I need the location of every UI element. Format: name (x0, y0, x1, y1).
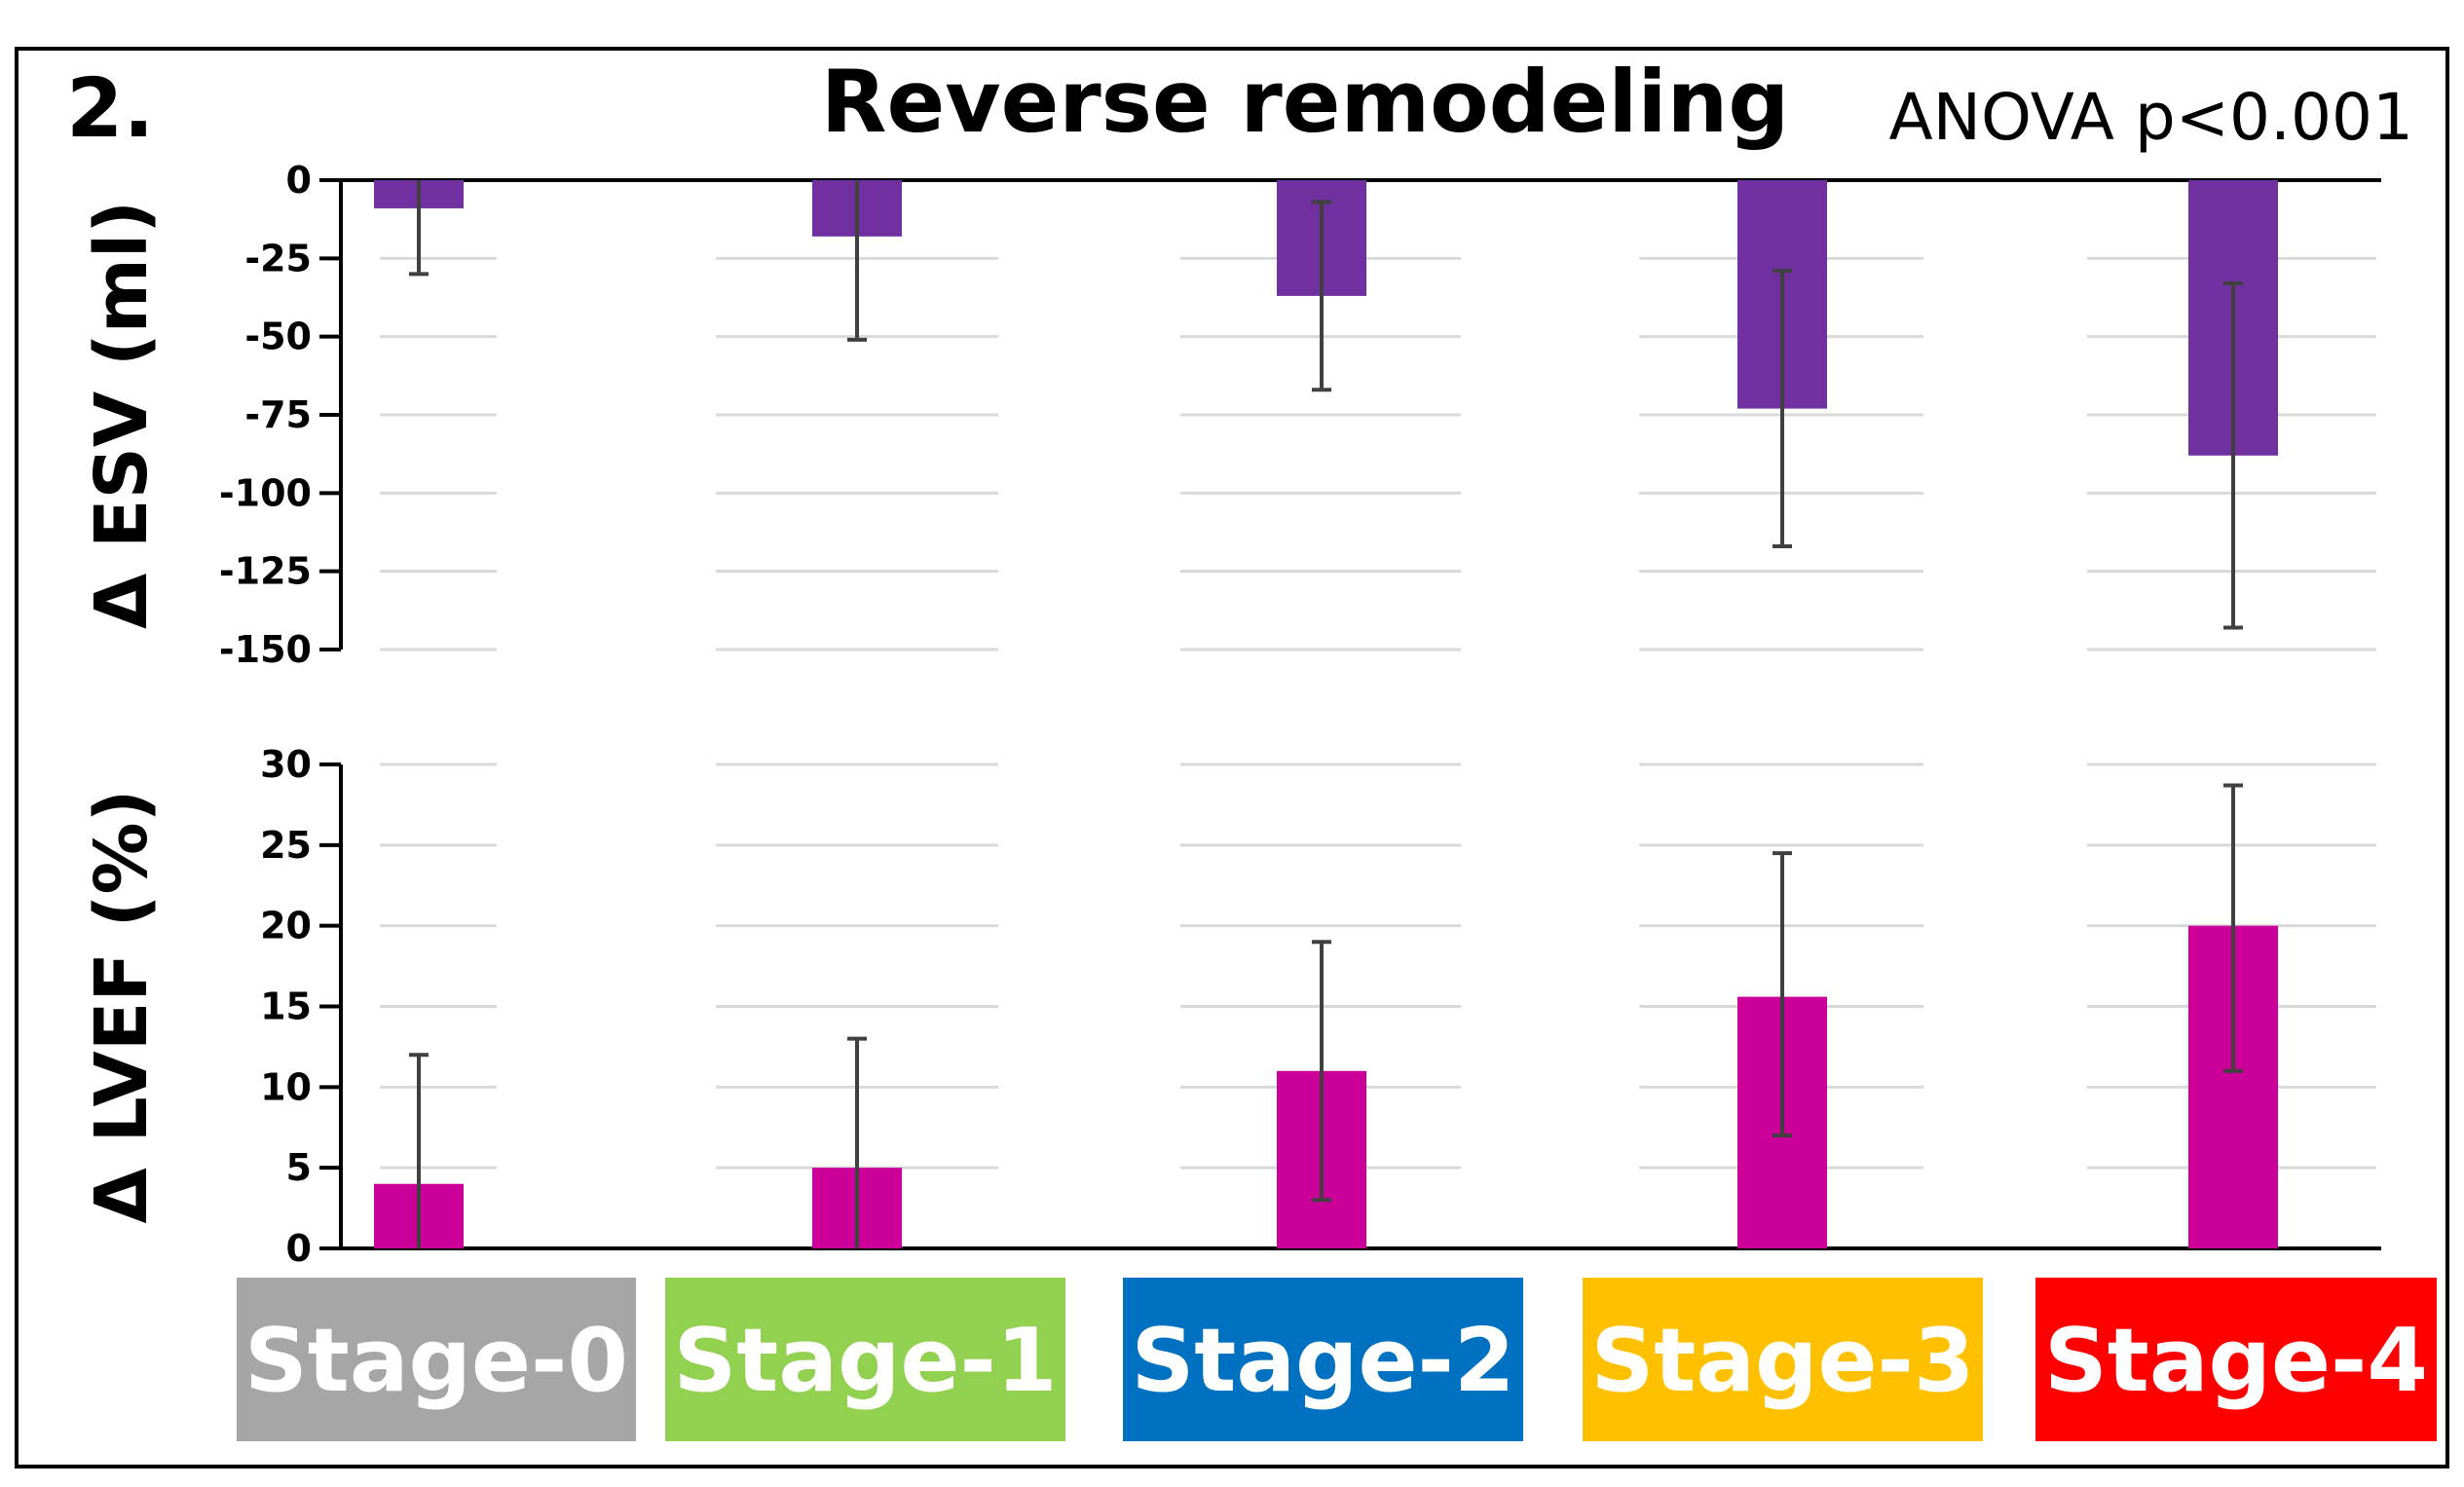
esv-panel: Δ ESV (ml) 0 -25 -50 -75 -100 -125 -150 (80, 159, 2381, 671)
chart-title: Reverse remodeling (821, 52, 1789, 152)
anova-statistic: ANOVA p<0.001 (1888, 80, 2413, 155)
lvef-tick-label: 20 (260, 905, 312, 948)
stage-label-1: Stage-1 (673, 1310, 1057, 1412)
lvef-tick-label: 25 (260, 824, 312, 867)
esv-y-axis-label: Δ ESV (ml) (80, 201, 164, 629)
stage-label-4: Stage-4 (2044, 1310, 2428, 1412)
stage-labels: Stage-0 Stage-1 Stage-2 Stage-3 Stage-4 (237, 1278, 2437, 1441)
stage-label-0: Stage-0 (244, 1310, 628, 1412)
stage-box-4 (2035, 1278, 2437, 1441)
stage-label-3: Stage-3 (1590, 1310, 1974, 1412)
lvef-tick-label: 5 (286, 1146, 312, 1189)
esv-tick-label: 0 (286, 159, 312, 202)
lvef-tick-label: 15 (260, 985, 312, 1028)
esv-tick-label: -125 (219, 550, 312, 593)
esv-tick-label: -50 (244, 316, 312, 358)
lvef-panel: Δ LVEF (%) 0 5 10 15 20 25 30 (80, 743, 2381, 1270)
panel-number: 2. (66, 60, 154, 156)
esv-tick-label: -100 (219, 471, 312, 514)
stage-box-2 (1123, 1278, 1523, 1441)
stage-box-0 (237, 1278, 636, 1441)
lvef-tick-label: 10 (260, 1065, 312, 1108)
lvef-tick-label: 0 (286, 1227, 312, 1270)
lvef-tick-label: 30 (260, 743, 312, 786)
esv-tick-label: -150 (219, 628, 312, 671)
lvef-y-axis-label: Δ LVEF (%) (80, 790, 164, 1224)
stage-label-2: Stage-2 (1131, 1310, 1514, 1412)
stage-box-3 (1583, 1278, 1983, 1441)
stage-box-1 (665, 1278, 1065, 1441)
esv-tick-label: -25 (244, 237, 312, 279)
esv-tick-label: -75 (244, 393, 312, 436)
